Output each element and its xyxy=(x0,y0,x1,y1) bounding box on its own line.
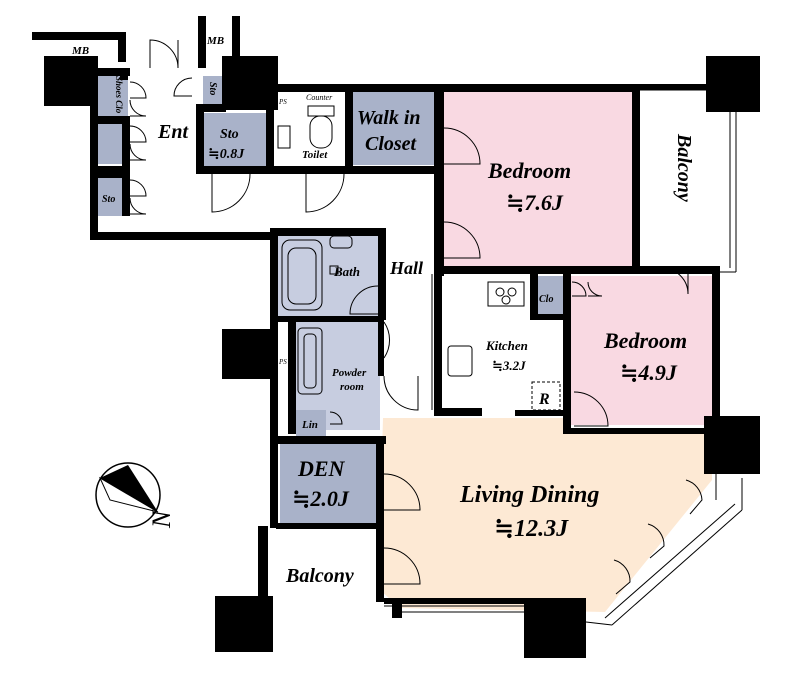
label-balcony-right: Balcony xyxy=(673,133,695,202)
label-living-area: ≒12.3J xyxy=(494,516,569,542)
column-2 xyxy=(222,56,278,110)
label-refrigerator: R xyxy=(538,391,550,408)
bedroom-small-fill xyxy=(568,276,712,425)
label-walk-in-1: Walk in xyxy=(357,107,421,129)
label-sto-area: ≒0.8J xyxy=(208,147,245,162)
label-north: N xyxy=(147,509,176,529)
walls xyxy=(32,16,720,618)
label-mb-left: MB xyxy=(71,45,89,57)
sto-small-fill xyxy=(203,76,225,104)
shoes-clo-fill xyxy=(98,76,128,116)
living-fill xyxy=(380,418,712,612)
label-hall: Hall xyxy=(389,258,423,278)
compass-needle-icon xyxy=(100,465,158,512)
label-bedroom2: Bedroom xyxy=(603,328,687,353)
label-ps-top: PS xyxy=(278,98,287,106)
column-4 xyxy=(222,329,272,379)
den-fill xyxy=(280,443,376,523)
bath-fill xyxy=(276,233,380,317)
label-powder-1: Powder xyxy=(332,367,367,379)
column-1 xyxy=(44,56,98,106)
label-ent: Ent xyxy=(157,121,189,143)
label-bath: Bath xyxy=(333,264,360,279)
label-den-area: ≒2.0J xyxy=(292,486,350,511)
label-sto-small: Sto xyxy=(207,82,218,95)
label-clo: Clo xyxy=(539,294,553,305)
column-3 xyxy=(706,56,760,112)
label-sto-main: Sto xyxy=(220,127,239,142)
label-bedroom2-area: ≒4.9J xyxy=(620,360,678,385)
bedroom-large-fill xyxy=(443,90,635,268)
storage-main-fill xyxy=(203,113,268,166)
walk-in-closet-fill xyxy=(351,90,435,165)
label-sto-lower: Sto xyxy=(102,194,115,205)
fixtures xyxy=(277,105,525,395)
label-bedroom1-area: ≒7.6J xyxy=(506,190,564,215)
column-6 xyxy=(215,596,273,652)
label-shoes-clo: Shoes Clo xyxy=(114,76,124,114)
label-walk-in-2: Closet xyxy=(365,133,418,155)
label-kitchen-area: ≒3.2J xyxy=(492,358,526,373)
compass xyxy=(95,462,161,528)
column-7 xyxy=(524,598,586,658)
label-lin: Lin xyxy=(301,419,318,431)
label-counter: Counter xyxy=(306,93,333,102)
label-living: Living Dining xyxy=(459,482,599,508)
clo-fill xyxy=(537,276,565,316)
label-kitchen: Kitchen xyxy=(485,338,528,353)
column-5 xyxy=(704,416,760,474)
refrigerator-space xyxy=(531,381,561,411)
window-lines xyxy=(265,89,743,626)
label-bedroom1: Bedroom xyxy=(487,158,571,183)
label-ps-mid: PS xyxy=(278,358,287,366)
label-powder-2: room xyxy=(340,381,364,393)
doors xyxy=(129,39,703,595)
lin-fill xyxy=(296,410,326,437)
label-mb-top: MB xyxy=(206,35,224,47)
label-toilet: Toilet xyxy=(302,149,328,161)
label-balcony-bottom: Balcony xyxy=(285,565,354,587)
label-den: DEN xyxy=(297,456,346,481)
